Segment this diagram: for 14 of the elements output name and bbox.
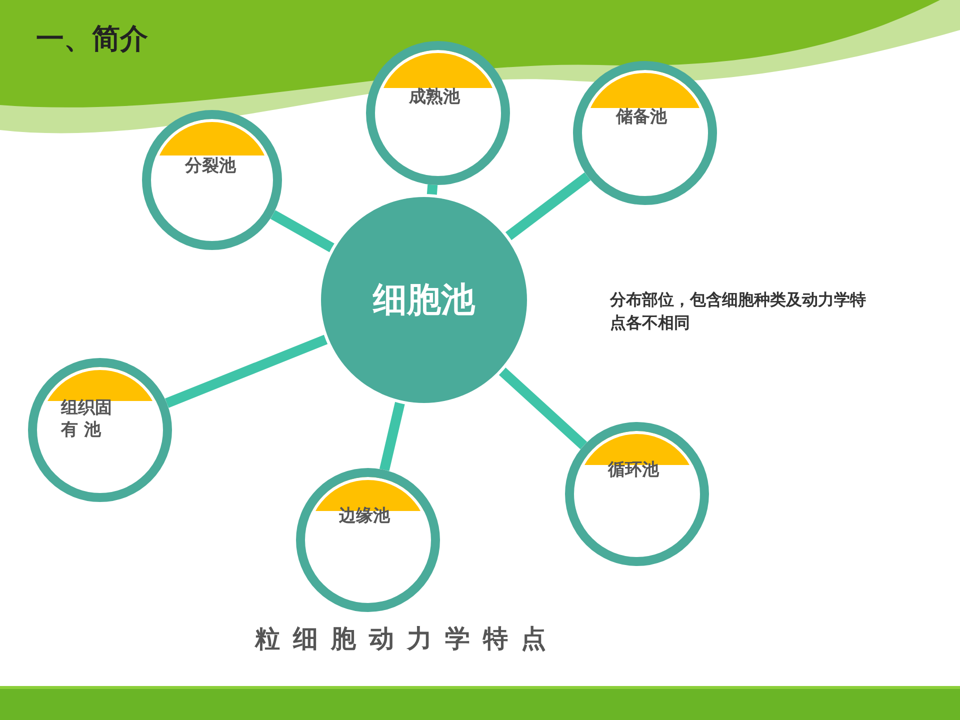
note-text: 分布部位，包含细胞种类及动力学特点各不相同 xyxy=(610,289,867,334)
node-label: 细胞池 xyxy=(372,279,476,322)
caption: 粒细胞动力学特点 xyxy=(255,623,559,655)
node-label: 组织固有 池 xyxy=(61,397,113,441)
node-label: 成熟池 xyxy=(409,86,462,108)
node-label: 循环池 xyxy=(608,459,660,481)
node-label: 分裂池 xyxy=(185,155,238,177)
node-label: 边缘池 xyxy=(339,505,392,527)
connector xyxy=(496,366,588,450)
connector xyxy=(380,399,406,472)
connector xyxy=(503,172,591,242)
connector xyxy=(270,210,337,254)
node-label: 储备池 xyxy=(616,106,668,128)
title: 一、简介 xyxy=(36,21,148,57)
